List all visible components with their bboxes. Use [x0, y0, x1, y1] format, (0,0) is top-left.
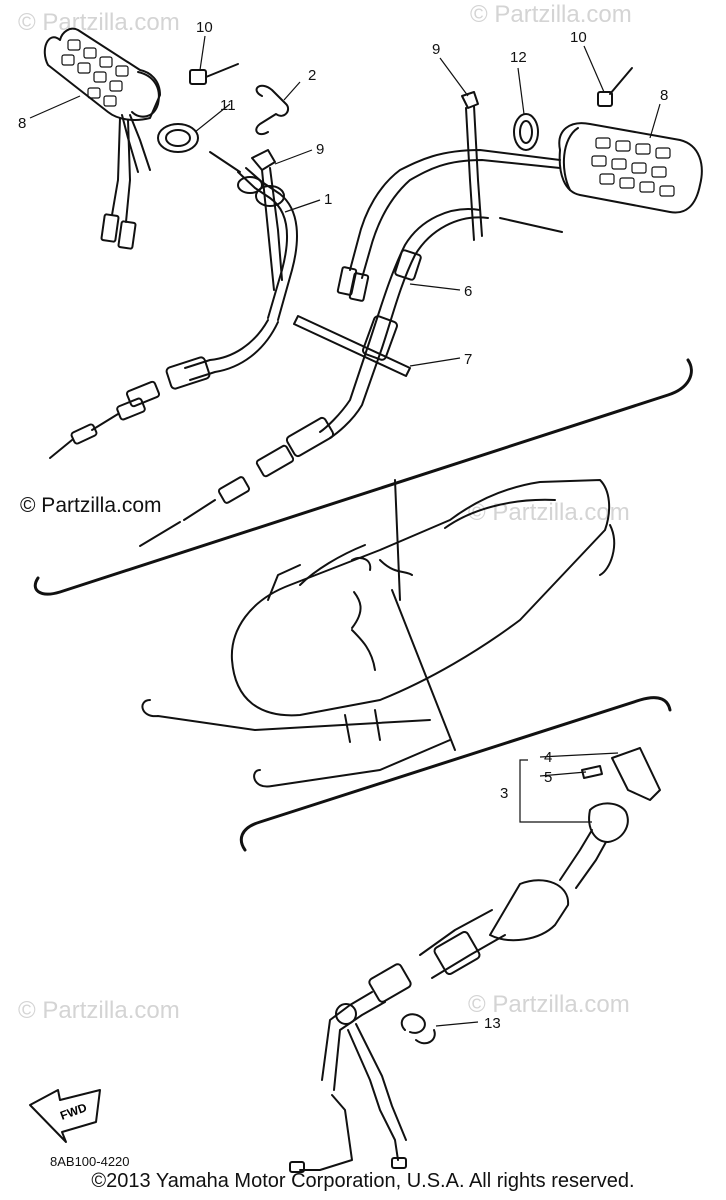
callout-12: 12	[510, 49, 527, 66]
left-grip-illustration	[43, 27, 161, 250]
callout-2: 2	[308, 67, 316, 84]
callout-10-left: 10	[196, 19, 213, 36]
callout-1: 1	[324, 191, 332, 208]
snowmobile-illustration	[141, 479, 616, 788]
ring-12	[513, 113, 539, 151]
callout-9-left: 9	[316, 141, 324, 158]
callout-6: 6	[464, 283, 472, 300]
callout-11: 11	[220, 97, 236, 114]
watermark-mid-right: © Partzilla.com	[468, 499, 630, 526]
ring-11	[157, 123, 199, 153]
fwd-arrow-icon: FWD	[29, 1089, 101, 1143]
watermark-bottom-right: © Partzilla.com	[468, 991, 630, 1018]
callout-8-left: 8	[18, 115, 26, 132]
cable-6	[139, 208, 563, 547]
diagram-part-number: 8AB100-4220	[50, 1154, 130, 1169]
callout-10-right: 10	[570, 29, 587, 46]
cable-tie-9-left	[251, 149, 283, 291]
section-divider-lower	[239, 696, 672, 852]
screw-10-right	[597, 67, 633, 107]
callout-5: 5	[544, 769, 552, 786]
fwd-label: FWD	[58, 1100, 89, 1123]
watermark-bottom-left: © Partzilla.com	[18, 997, 180, 1024]
cable-1	[49, 151, 298, 459]
callout-7: 7	[464, 351, 472, 368]
callout-4: 4	[544, 749, 552, 766]
watermark-dark: © Partzilla.com	[20, 494, 162, 517]
callout-3: 3	[500, 785, 508, 802]
clip-13	[400, 1013, 436, 1045]
callout-13: 13	[484, 1015, 501, 1032]
callout-labels: 10 2 11 8 9 1 9 12 10 8 6 7 4 5 3 13	[18, 19, 668, 1032]
right-grip-illustration	[336, 122, 703, 302]
leader-lines	[29, 35, 661, 1027]
section-divider-upper	[33, 358, 693, 596]
watermark-top-left: © Partzilla.com	[18, 9, 180, 36]
callout-8-right: 8	[660, 87, 668, 104]
switch-assembly	[289, 747, 661, 1173]
watermark-top-right: © Partzilla.com	[470, 1, 632, 28]
clip-2	[255, 84, 290, 136]
copyright-notice: ©2013 Yamaha Motor Corporation, U.S.A. A…	[91, 1170, 635, 1192]
screw-10-left	[189, 63, 239, 85]
callout-9-right: 9	[432, 41, 440, 58]
